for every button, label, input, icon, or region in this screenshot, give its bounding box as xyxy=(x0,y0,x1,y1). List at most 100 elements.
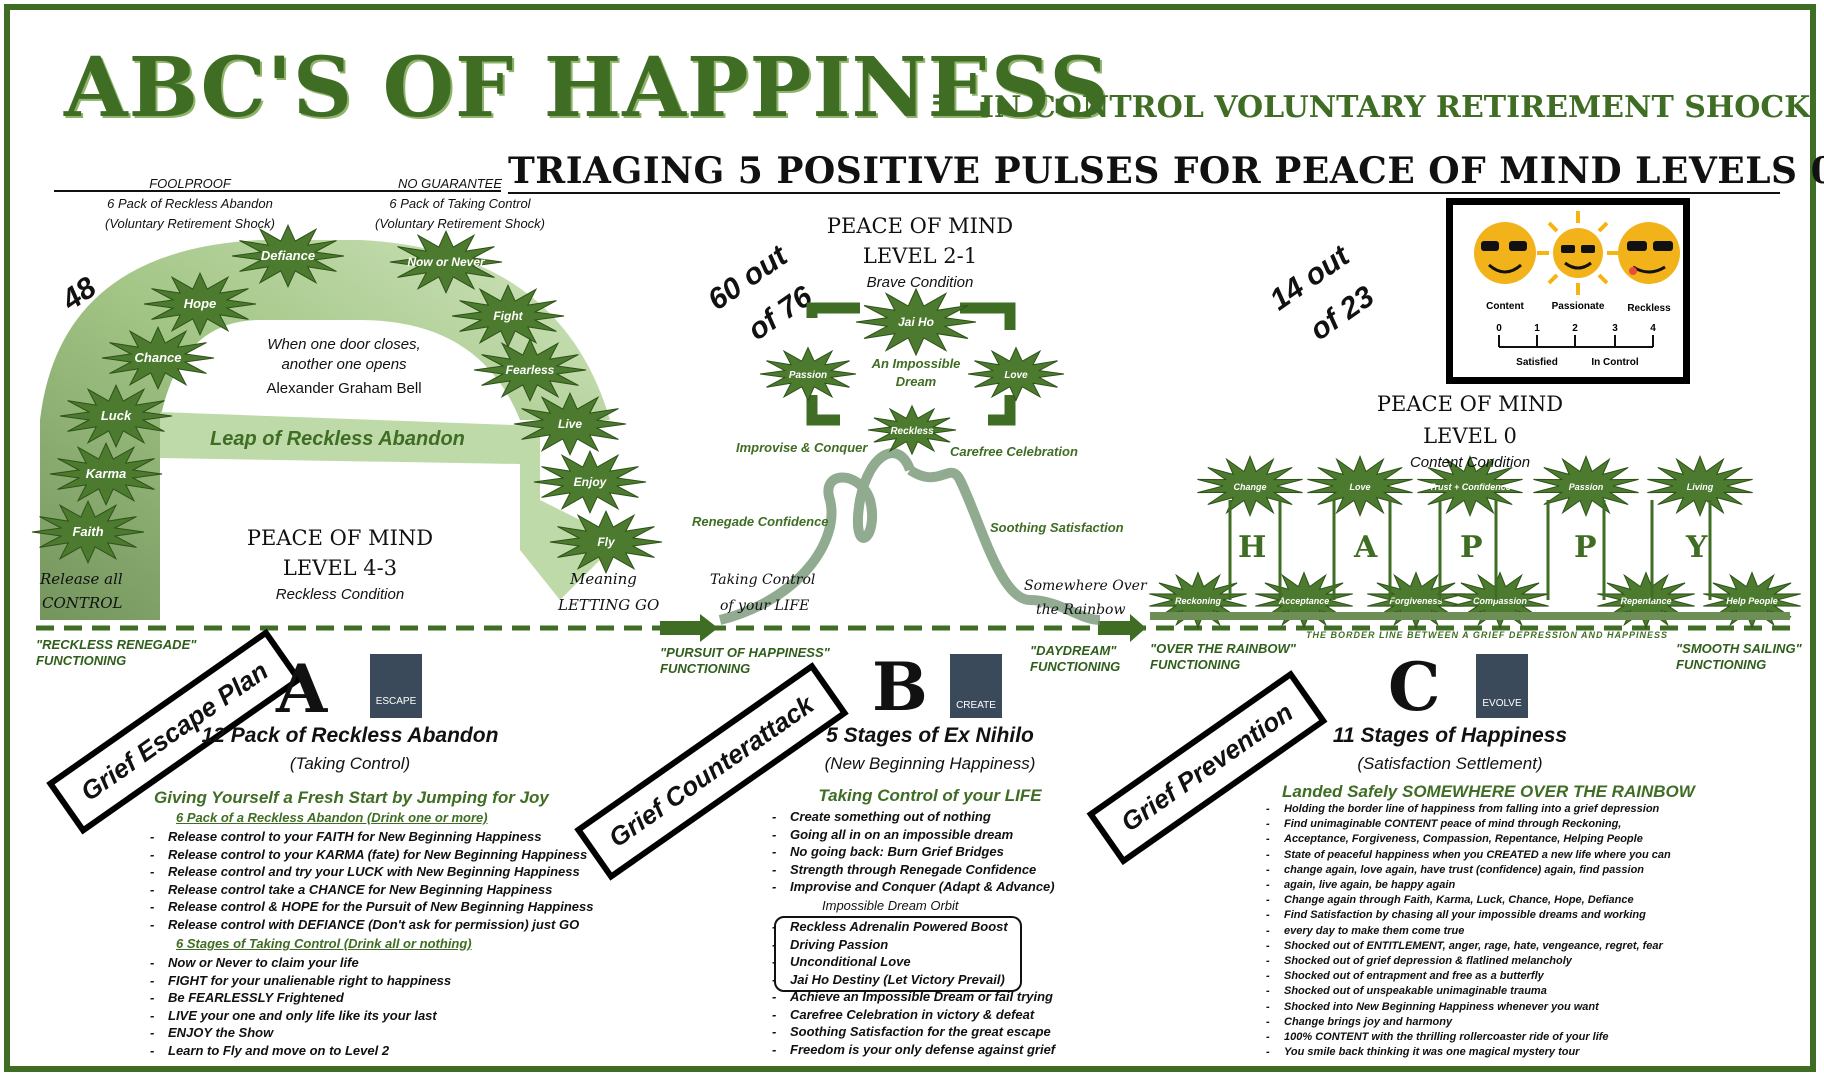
legend-svg: Content Passionate Reckless 0 1 2 3 4 Sa… xyxy=(1474,211,1680,368)
col-a-subtitle: (Taking Control) xyxy=(289,754,411,773)
func-3-line2: FUNCTIONING xyxy=(1030,659,1121,674)
col-c-list-item: Find Satisfaction by chasing all your im… xyxy=(1262,908,1671,923)
palm-base-2-label: Forgiveness xyxy=(1389,596,1442,606)
col-b-list1-item: Improvise and Conquer (Adapt & Advance) xyxy=(768,878,1055,896)
func-4-line1: "OVER THE RAINBOW" xyxy=(1150,641,1296,656)
subtitle-rule-left xyxy=(54,190,501,192)
palm-top-4: Living xyxy=(1647,454,1753,518)
col-b-list2: Achieve an Impossible Dream or fail tryi… xyxy=(768,988,1055,1058)
star-love: Love xyxy=(967,346,1065,402)
col-c-list-item: Shocked out of ENTITLEMENT, anger, rage,… xyxy=(1262,939,1671,954)
star-chance-label: Chance xyxy=(135,350,182,365)
happy-letter-p1: P xyxy=(1460,530,1483,565)
col-b-list2-item: Carefree Celebration in victory & defeat xyxy=(768,1006,1055,1024)
col-c-list-item: Shocked out of unspeakable unimaginable … xyxy=(1262,984,1671,999)
letter-a: A xyxy=(276,650,328,728)
foolproof-label: FOOLPROOF xyxy=(149,176,231,191)
arrow-mid-2 xyxy=(1098,614,1146,642)
orbit-list: Reckless Adrenalin Powered Boost Driving… xyxy=(768,918,1008,988)
meaning-label: Meaning xyxy=(570,570,637,588)
func-4-line2: FUNCTIONING xyxy=(1150,657,1241,672)
star-reckless: Reckless xyxy=(867,404,957,456)
star-defiance: Defiance xyxy=(231,223,345,289)
pom-c-line2: LEVEL 0 xyxy=(1423,424,1517,448)
orbit-list-item: Jai Ho Destiny (Let Victory Prevail) xyxy=(768,971,1008,989)
create-badge-label: CREATE xyxy=(956,700,996,711)
col-b-title: 5 Stages of Ex Nihilo xyxy=(826,724,1034,747)
soothing-label: Soothing Satisfaction xyxy=(990,520,1124,535)
pom-a-line1: PEACE OF MIND xyxy=(246,526,434,550)
col-a-list2-item: Now or Never to claim your life xyxy=(146,954,451,972)
legend-face-content: Content xyxy=(1486,301,1524,312)
col-a-list2-item: ENJOY the Show xyxy=(146,1024,451,1042)
col-b-list2-item: Freedom is your only defense against gri… xyxy=(768,1041,1055,1059)
quote-line-1: When one door closes, xyxy=(267,336,421,353)
star-luck: Luck xyxy=(59,383,173,449)
func-4: "OVER THE RAINBOW"FUNCTIONING xyxy=(1150,641,1296,673)
col-a-list2-item: Be FEARLESSLY Frightened xyxy=(146,989,451,1007)
func-1-line2: FUNCTIONING xyxy=(36,653,127,668)
star-fly: Fly xyxy=(549,509,663,575)
star-fight-label: Fight xyxy=(493,309,523,323)
star-now-or-never-label: Now or Never xyxy=(407,255,486,269)
star-reckless-label: Reckless xyxy=(890,426,934,437)
star-love-label: Love xyxy=(1004,370,1028,381)
face-content-icon xyxy=(1474,222,1536,284)
col-b-subtitle: (New Beginning Happiness) xyxy=(824,754,1036,773)
col-b-list2-item: Achieve an Impossible Dream or fail tryi… xyxy=(768,988,1055,1006)
col-c-list-item: Change brings joy and harmony xyxy=(1262,1015,1671,1030)
col-c-title: 11 Stages of Happiness xyxy=(1332,724,1568,747)
palm-base-3: Compassion xyxy=(1451,571,1549,629)
palm-base-0-label: Reckoning xyxy=(1175,596,1222,606)
palm-base-4: Repentance xyxy=(1597,571,1695,629)
scale-tick-3: 3 xyxy=(1612,323,1618,334)
six-pack-abandon-label: 6 Pack of Reckless Abandon xyxy=(107,196,273,211)
carefree-label: Carefree Celebration xyxy=(950,444,1078,459)
star-fly-label: Fly xyxy=(597,535,616,549)
star-passion-label: Passion xyxy=(789,370,827,381)
col-c-list-item: again, live again, be happy again xyxy=(1262,878,1671,893)
escape-badge-label: ESCAPE xyxy=(375,696,417,707)
star-karma-label: Karma xyxy=(86,466,126,481)
pom-a-line2: LEVEL 4-3 xyxy=(282,556,398,580)
renegade-label: Renegade Confidence xyxy=(692,514,829,529)
happy-letter-a: A xyxy=(1354,530,1378,565)
star-enjoy: Enjoy xyxy=(533,449,647,515)
col-c-list-item: every day to make them come true xyxy=(1262,924,1671,939)
taking-control-line1: Taking Control xyxy=(710,572,816,588)
scale-tick-1: 1 xyxy=(1534,323,1540,334)
star-luck-label: Luck xyxy=(101,408,132,423)
scale-axis xyxy=(1498,335,1654,348)
col-a-sub1: 6 Pack of a Reckless Abandon (Drink one … xyxy=(176,810,488,825)
col-c-list-item: Holding the border line of happiness fro… xyxy=(1262,802,1671,817)
scale-tick-2: 2 xyxy=(1572,323,1578,334)
star-live: Live xyxy=(513,391,627,457)
no-guarantee-label: NO GUARANTEE xyxy=(397,176,502,191)
star-enjoy-label: Enjoy xyxy=(574,475,608,489)
palm-top-0: Change xyxy=(1197,454,1303,518)
impossible-line1: An Impossible xyxy=(871,356,961,371)
impossible-line2: Dream xyxy=(895,374,937,389)
palm-base-3-label: Compassion xyxy=(1473,596,1528,606)
improvise-label: Improvise & Conquer xyxy=(736,440,868,455)
legend-face-reckless: Reckless xyxy=(1627,303,1671,314)
palm-base-1: Acceptance xyxy=(1255,571,1353,629)
star-now-or-never: Now or Never xyxy=(389,229,503,295)
palm-top-2-label: Trust + Confidence xyxy=(1429,482,1511,492)
col-b-list1: Create something out of nothing Going al… xyxy=(768,808,1055,896)
legend-face-passionate: Passionate xyxy=(1552,301,1605,312)
pom-b-condition: Brave Condition xyxy=(866,274,974,291)
star-chance: Chance xyxy=(101,325,215,391)
col-b-list1-item: Strength through Renegade Confidence xyxy=(768,861,1055,879)
palm-top-2: Trust + Confidence xyxy=(1417,454,1523,518)
star-jai-ho: Jai Ho xyxy=(855,287,977,357)
palm-base-0: Reckoning xyxy=(1149,571,1247,629)
happy-letter-p2: P xyxy=(1574,530,1597,565)
happy-trunks xyxy=(1228,500,1712,600)
vrs-label-2: (Voluntary Retirement Shock) xyxy=(374,216,546,231)
coaster-track xyxy=(718,448,1101,625)
col-a-list1-item: Release control & HOPE for the Pursuit o… xyxy=(146,898,593,916)
col-c-list-item: Find unimaginable CONTENT peace of mind … xyxy=(1262,817,1671,832)
palm-base-1-label: Acceptance xyxy=(1278,596,1330,606)
